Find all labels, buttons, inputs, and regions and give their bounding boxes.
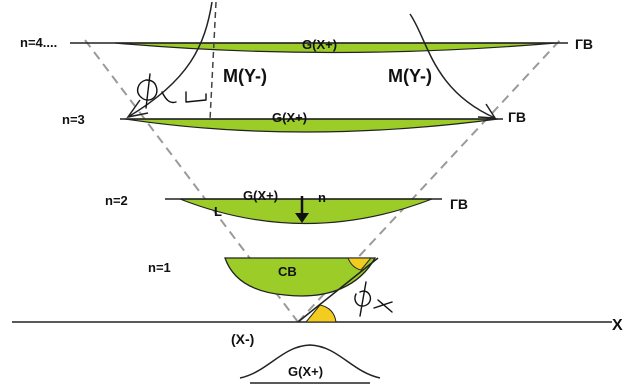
slope-line <box>297 257 379 323</box>
left-arc-curve <box>127 1 213 118</box>
gb-level2-label: ГВ <box>450 196 468 212</box>
angle-wedge-ground <box>304 304 337 323</box>
gb-level3-label: ГВ <box>508 109 526 125</box>
level2-right-mark: n <box>318 190 326 205</box>
phi-sketch-lower <box>354 281 393 317</box>
lens-level1 <box>224 257 377 297</box>
lens-level1-label: СВ <box>278 264 297 279</box>
left-arc-arrowhead <box>126 99 149 119</box>
right-arc-curve <box>409 13 496 119</box>
level-n4-label: n=4.... <box>20 35 57 50</box>
level-n3-label: n=3 <box>62 112 85 127</box>
level2-left-mark: L <box>214 204 222 219</box>
angle-wedge-level1 <box>347 257 373 271</box>
arrow-level2-head <box>295 213 309 223</box>
bump-bottom-label: G(X+) <box>288 364 323 379</box>
level-n2-label: n=2 <box>105 193 128 208</box>
lens-level2 <box>179 198 433 225</box>
level-n1-label: n=1 <box>148 260 171 275</box>
arc-left-label: M(Y-) <box>223 66 267 86</box>
lens-level3-label: G(X+) <box>272 110 307 125</box>
right-arc-arrowhead <box>477 103 497 119</box>
arc-right-label: M(Y-) <box>388 66 432 86</box>
lens-level4-label: G(X+) <box>302 37 337 52</box>
bump-curve <box>239 344 381 379</box>
phi-sketch-upper <box>136 73 207 109</box>
bump-top-label: (X-) <box>231 331 254 347</box>
gb-level4-label: ГВ <box>575 36 593 52</box>
lens-level2-label: G(X+) <box>243 188 278 203</box>
left-arc-dashed <box>209 1 217 121</box>
lens-level3 <box>124 118 499 133</box>
axis-x-label: X <box>612 317 623 334</box>
lens-level4 <box>114 42 557 54</box>
